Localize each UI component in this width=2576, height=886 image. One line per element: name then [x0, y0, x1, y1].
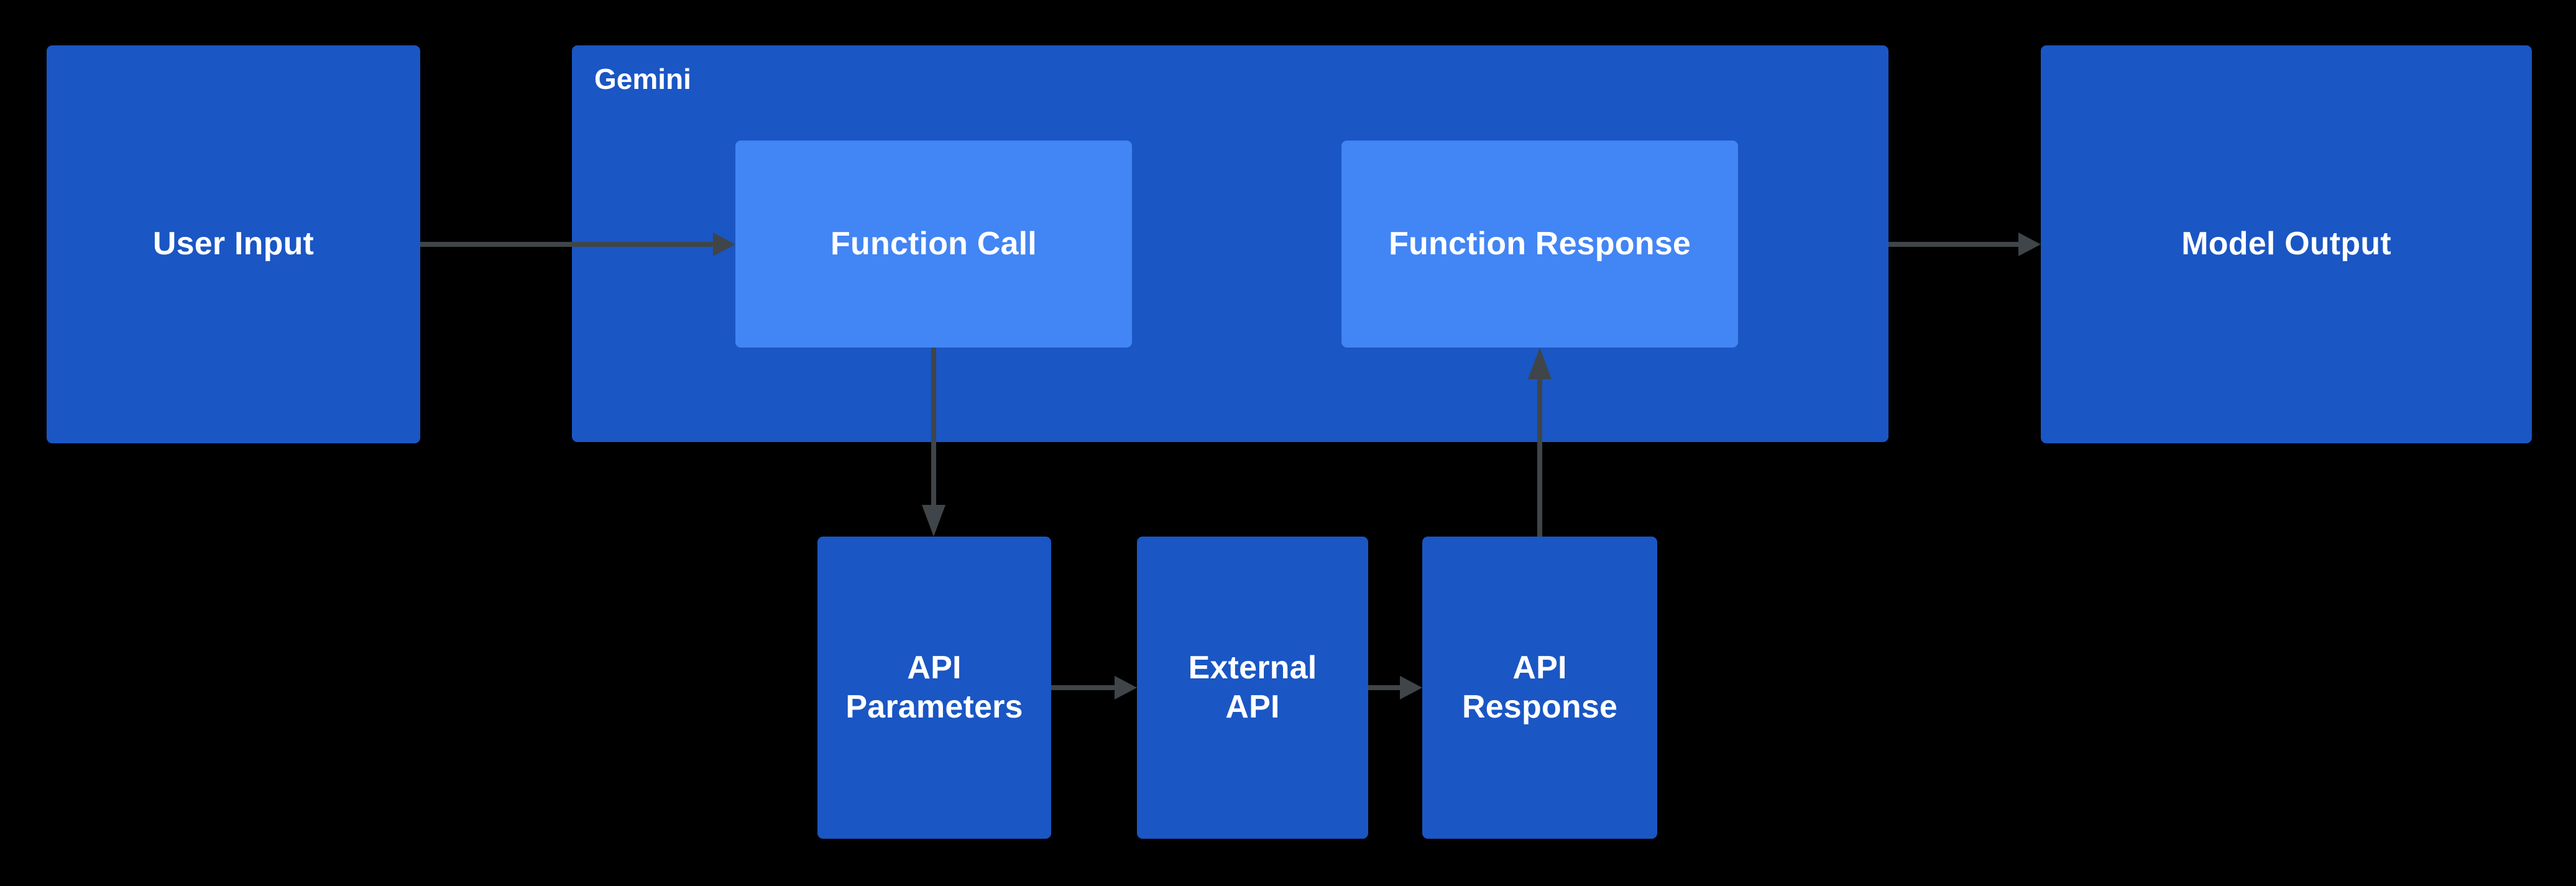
node-user-input[interactable]: User Input	[47, 45, 420, 443]
node-external-api[interactable]: External API	[1137, 537, 1368, 839]
edge-api-parameters-to-external-api	[1051, 676, 1137, 699]
node-api-response[interactable]: API Response	[1422, 537, 1657, 839]
node-api-parameters-line1: API	[907, 649, 962, 686]
node-api-parameters[interactable]: API Parameters	[817, 537, 1051, 839]
edge-function-response-to-model-output	[1888, 233, 2041, 256]
node-api-parameters-line2: Parameters	[845, 689, 1023, 725]
node-external-api-line1: External	[1188, 649, 1317, 686]
node-api-response-line1: API	[1512, 649, 1567, 686]
node-function-call[interactable]: Function Call	[735, 141, 1132, 348]
node-model-output[interactable]: Model Output	[2041, 45, 2532, 443]
gemini-group-label: Gemini	[594, 63, 691, 95]
node-function-response[interactable]: Function Response	[1341, 141, 1738, 348]
edge-external-api-to-api-response	[1368, 676, 1422, 699]
node-external-api-line2: API	[1225, 689, 1280, 725]
node-api-response-line2: Response	[1461, 689, 1618, 725]
